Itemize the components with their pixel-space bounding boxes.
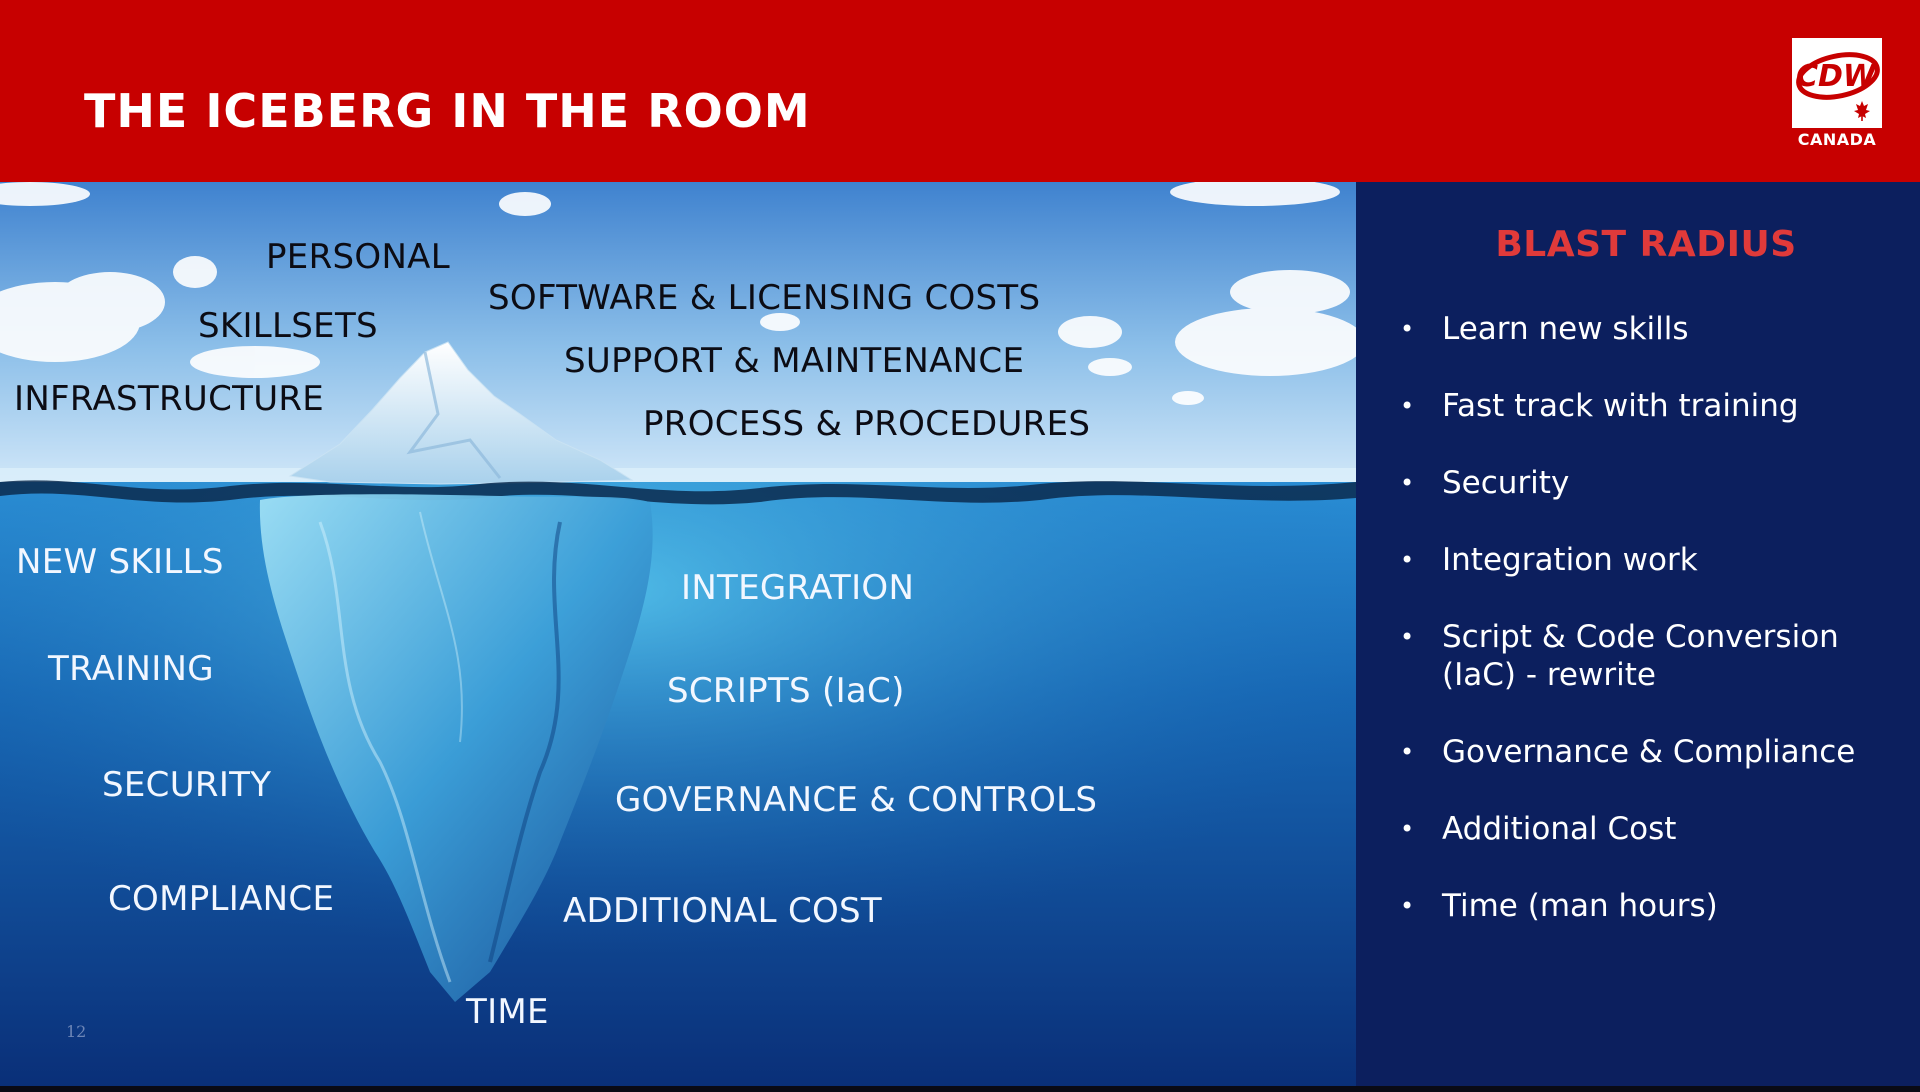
slide-title: THE ICEBERG IN THE ROOM [84,84,811,138]
list-item-text: Security [1442,465,1570,501]
label-compliance: COMPLIANCE [108,879,335,919]
list-item-text: Learn new skills [1442,311,1689,347]
list-item-text: Additional Cost [1442,811,1677,847]
label-personal: PERSONAL [266,237,450,277]
list-item-text: Fast track with training [1442,388,1799,424]
panel-title: BLAST RADIUS [1495,224,1797,265]
label-time: TIME [466,992,549,1032]
label-governance-controls: GOVERNANCE & CONTROLS [615,780,1098,820]
label-scripts-iac: SCRIPTS (IaC) [667,671,905,711]
label-security: SECURITY [102,765,272,805]
label-training: TRAINING [48,649,214,689]
maple-leaf-icon [1854,101,1870,121]
label-software-licensing-costs: SOFTWARE & LICENSING COSTS [488,278,1041,318]
iceberg-illustration: PERSONAL SKILLSETS INFRASTRUCTURE SOFTWA… [0,182,1356,1088]
label-additional-cost: ADDITIONAL COST [563,891,882,931]
logo-box: CDW [1792,38,1882,128]
list-item-text: Time (man hours) [1442,888,1718,924]
header-bar: THE ICEBERG IN THE ROOM CDW CANADA [0,0,1920,182]
bullet-dot-icon: • [1400,469,1415,497]
cdw-logo-mark: CDW [1796,52,1880,121]
cdw-logo: CDW CANADA [1792,38,1882,150]
blast-radius-panel: BLAST RADIUS • Learn new skills • Fast t… [1356,182,1920,1088]
list-item-text: Script & Code Conversion (IaC) - rewrite [1442,619,1839,693]
list-item-text: Governance & Compliance [1442,734,1856,770]
label-process-procedures: PROCESS & PROCEDURES [643,404,1091,444]
bullet-dot-icon: • [1400,546,1415,574]
label-integration: INTEGRATION [681,568,915,608]
bullet-dot-icon: • [1400,738,1415,766]
label-support-maintenance: SUPPORT & MAINTENANCE [564,341,1025,381]
bullet-dot-icon: • [1400,315,1415,343]
label-new-skills: NEW SKILLS [16,542,224,582]
bullet-dot-icon: • [1400,815,1415,843]
logo-subtitle: CANADA [1797,130,1877,149]
label-infrastructure: INFRASTRUCTURE [14,379,325,419]
bullet-dot-icon: • [1400,892,1415,920]
label-skillsets: SKILLSETS [198,306,378,346]
bullet-dot-icon: • [1400,623,1415,651]
list-item-text: Integration work [1442,542,1698,578]
page-number: 12 [66,1022,87,1041]
bottom-border [0,1086,1920,1092]
bullet-dot-icon: • [1400,392,1415,420]
logo-mark-text: CDW [1796,59,1878,94]
